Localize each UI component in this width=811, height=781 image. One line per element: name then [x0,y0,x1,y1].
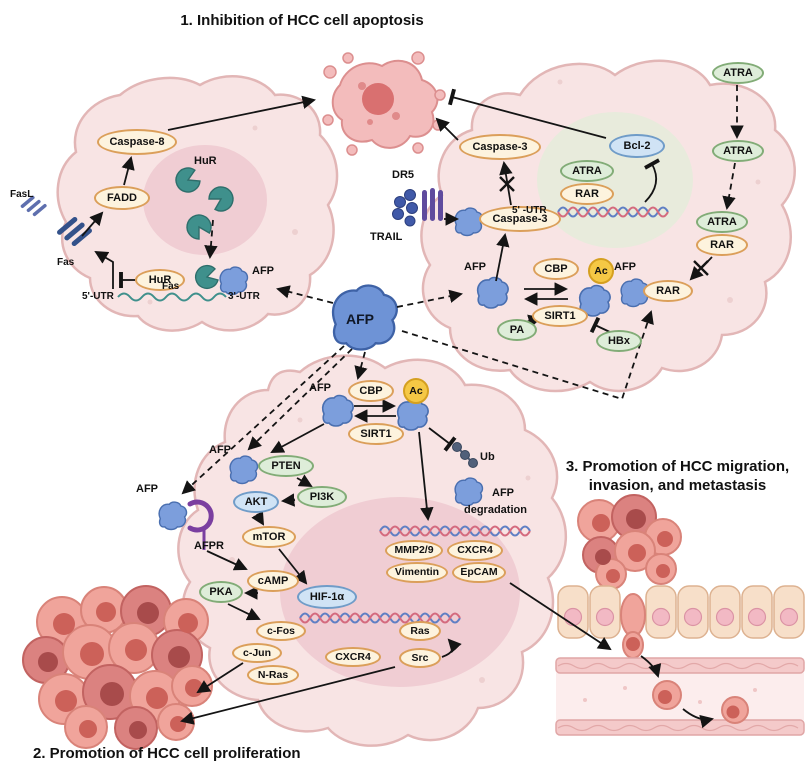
apoptotic-cell [322,51,446,156]
node-caspase8: Caspase-8 [97,129,177,155]
node-mtor: mTOR [242,526,296,548]
label-ub: Ub [480,451,495,463]
label-trail: TRAIL [370,231,403,243]
afp-protein-icon [454,207,484,237]
blood-vessel [555,657,805,736]
label-afp-degradation: AFP [492,487,514,499]
label-afp-pten: AFP [209,444,231,456]
section3-title-line1: 3. Promotion of HCC migration, [565,458,790,475]
label-afp-center: AFP [346,311,374,327]
label-3utr-left: 3'-UTR [228,291,260,302]
afp-protein-icon [454,477,484,507]
node-camp: cAMP [247,570,299,592]
node-src: Src [399,648,441,668]
afp-protein-icon [476,276,509,309]
epithelial-layer [557,585,805,639]
node-hbx: HBx [596,330,642,352]
intravasating-cell [620,593,646,659]
node-rar-nuclear: RAR [560,183,614,205]
node-cjun: c-Jun [232,643,282,663]
label-fas-mrna: Fas [162,281,180,292]
afp-protein-icon [229,455,259,485]
label-fasl: FasL [10,189,34,200]
node-cxcr4-gene: CXCR4 [447,540,503,561]
node-pka: PKA [199,581,243,603]
dna-right-cell [557,206,669,218]
node-atra-cytoplasm: ATRA [712,140,764,162]
node-caspase3-active: Caspase-3 [459,134,541,160]
proliferating-cell-cluster [22,585,213,750]
node-cbp-bottom: CBP [348,380,394,402]
node-akt: AKT [233,491,279,513]
fas-receptor [57,216,92,247]
label-afp-afpr: AFP [136,483,158,495]
label-afp-rar: AFP [614,261,636,273]
afp-protein-icon [158,501,188,531]
node-atra-nuclear: ATRA [560,160,614,182]
node-ac-right: Ac [588,258,614,284]
node-pten: PTEN [258,455,314,477]
section3-title-line2: invasion, and metastasis [588,477,767,494]
dna-genes-lower [299,612,461,624]
node-fadd: FADD [94,186,150,210]
dr5-receptor [422,188,443,221]
node-sirt1-right: SIRT1 [532,305,588,327]
label-5utr-right: 5' -UTR [512,205,547,216]
dna-genes-upper [379,525,531,537]
node-cxcr4-protein: CXCR4 [325,647,381,667]
afp-protein-icon [321,394,354,427]
node-epcam: EpCAM [452,562,506,583]
section2-title: 2. Promotion of HCC cell proliferation [33,745,301,762]
label-5utr-left: 5'-UTR [82,291,114,302]
blocked-x-icon [499,176,515,192]
node-cfos: c-Fos [256,621,306,641]
node-atra-extracellular: ATRA [712,62,764,84]
node-bcl2: Bcl-2 [609,134,665,158]
label-afpr: AFPR [194,540,224,552]
node-hif1a: HIF-1α [297,585,357,609]
afp-protein-icon [396,398,429,431]
node-rar-stacked: RAR [696,234,748,256]
node-caspase3-bound: Caspase-3 [479,206,561,232]
trail-ligand [392,189,418,227]
label-afp-mid-right: AFP [464,261,486,273]
bottom-cell [177,354,567,747]
node-atra-stacked: ATRA [696,211,748,233]
section1-title: 1. Inhibition of HCC cell apoptosis [180,12,424,29]
node-hur: HuR [135,269,185,291]
node-ras: Ras [399,621,441,641]
node-vimentin: Vimentin [386,562,448,583]
label-afp-hur: AFP [252,265,274,277]
migrating-cell-cluster [577,494,682,590]
label-fas-receptor: Fas [57,257,75,268]
label-hur-nucleus: HuR [194,155,217,167]
fas-mrna [117,292,227,302]
label-degradation: degradation [464,504,527,516]
node-pa: PA [497,319,537,341]
node-ac-bottom: Ac [403,378,429,404]
node-sirt1-bottom: SIRT1 [348,423,404,445]
node-mmp29: MMP2/9 [385,540,443,561]
node-nras: N-Ras [247,665,299,685]
label-afp-cbp-bottom: AFP [309,382,331,394]
label-dr5: DR5 [392,169,415,181]
afpr-receptor [187,499,214,550]
node-pi3k: PI3K [297,486,347,508]
node-rar-afp-bound: RAR [643,280,693,302]
node-cbp-right: CBP [533,258,579,280]
fasl-ligand [20,195,47,217]
blocked-x-icon [693,260,709,276]
